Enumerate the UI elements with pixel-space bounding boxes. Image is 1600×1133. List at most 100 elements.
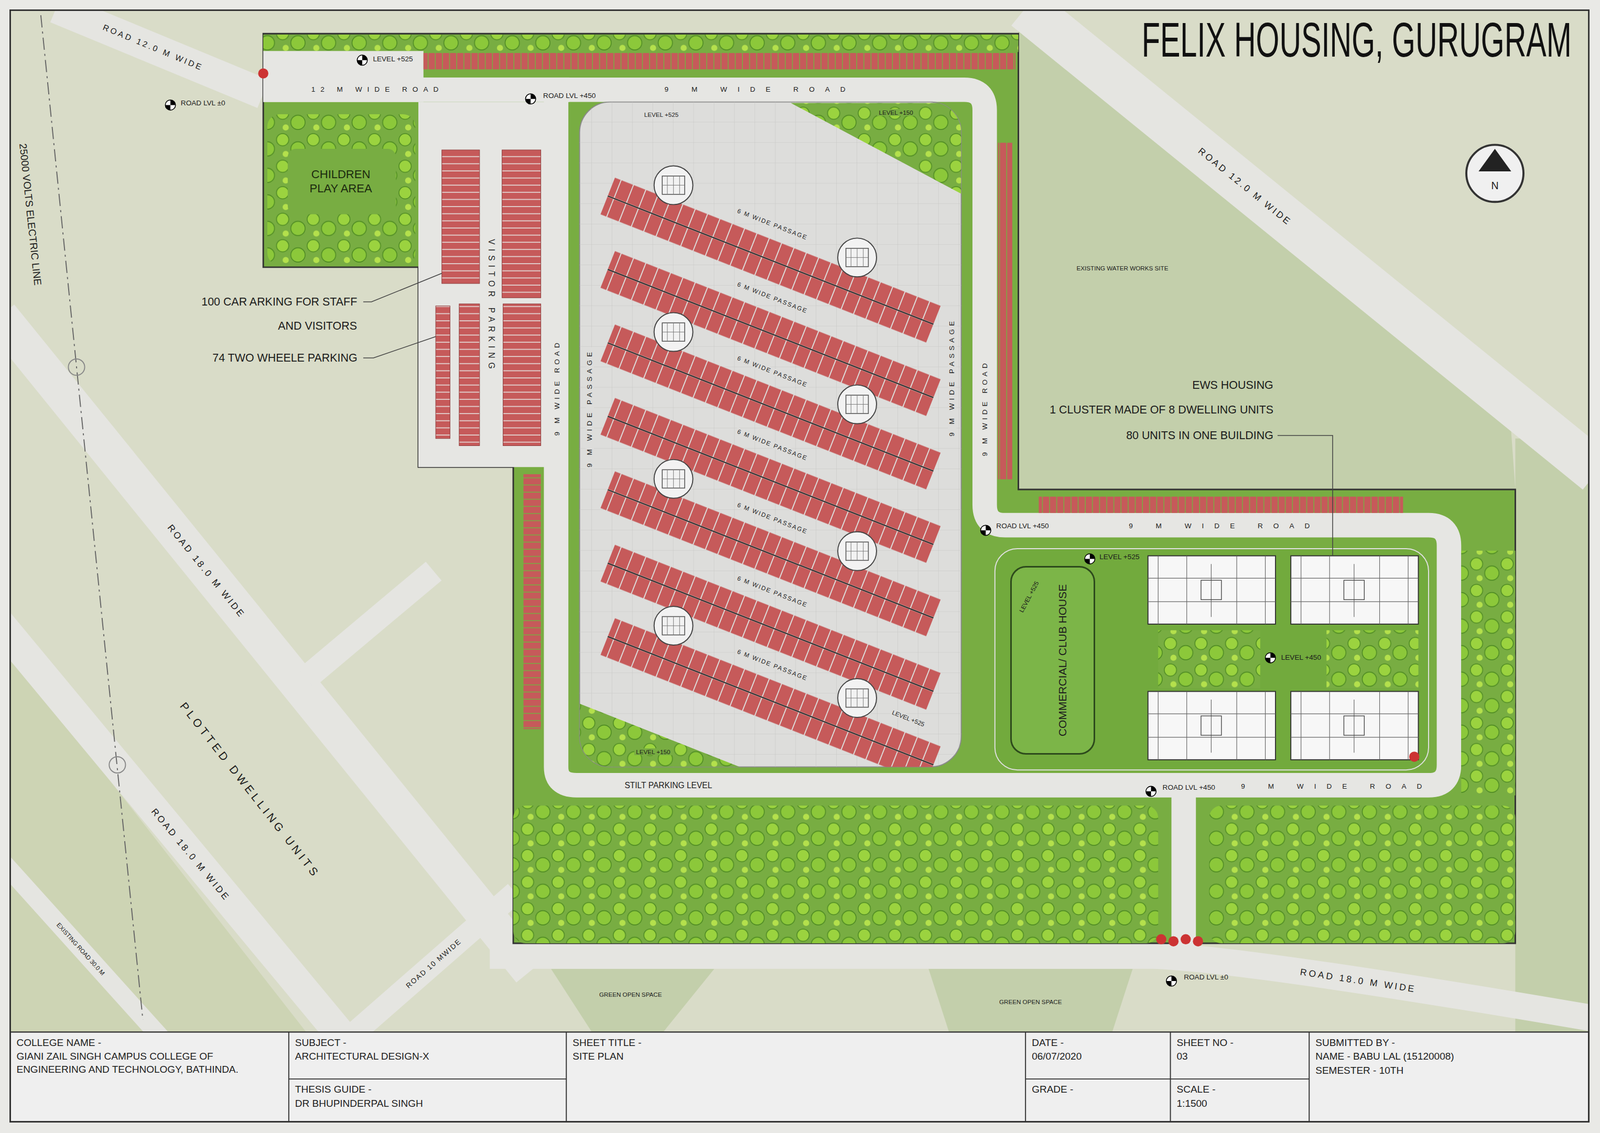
plan-graphic xyxy=(109,757,126,774)
plan-graphic xyxy=(1290,556,1419,625)
plan-graphic xyxy=(837,678,877,718)
plan-graphic xyxy=(1290,691,1419,760)
map-label: 9 M WIDE ROAD xyxy=(664,85,857,94)
map-label: 6 M WIDE PASSAGE xyxy=(734,574,811,610)
title-block-cell: THESIS GUIDE -DR BHUPINDERPAL SINGH xyxy=(288,1079,567,1123)
plan-graphic xyxy=(287,148,396,215)
area-name: CHILDREN PLAY AREA xyxy=(301,167,381,197)
area-name: COMMERCIAL/ CLUB HOUSE xyxy=(1056,584,1069,738)
north-arrow xyxy=(1466,144,1524,202)
plan-graphic xyxy=(489,955,1589,1021)
title-block-cell: SUBMITTED BY -NAME - BABU LAL (15120008)… xyxy=(1309,1032,1589,1123)
plan-graphic xyxy=(1265,652,1276,663)
plan-graphic xyxy=(1461,550,1516,796)
map-label: 9 M WIDE PASSAGE xyxy=(947,316,957,439)
plan-graphic xyxy=(1478,148,1511,172)
plan-graphic xyxy=(980,525,991,536)
plan-graphic xyxy=(837,238,877,277)
map-label: ROAD LVL ±0 xyxy=(1183,973,1229,982)
plan-graphic xyxy=(928,969,1133,1033)
cell-value: 1:1500 xyxy=(1176,1097,1304,1111)
sheet-frame xyxy=(9,9,1589,1122)
map-label: GREEN OPEN SPACE xyxy=(999,998,1063,1006)
map-label: LEVEL +450 xyxy=(1281,653,1322,663)
plan-graphic xyxy=(435,306,450,439)
map-label: 25000 VOLTS ELECTRIC LINE xyxy=(17,142,45,286)
cell-value: 06/07/2020 xyxy=(1031,1050,1164,1064)
play-area-box: CHILDREN PLAY AREA xyxy=(275,150,407,213)
plan-graphic xyxy=(9,836,164,1033)
plan-graphic xyxy=(654,459,694,499)
map-label: 74 TWO WHEELE PARKING xyxy=(212,351,358,365)
plan-graphic xyxy=(267,114,416,266)
plan-graphic xyxy=(363,273,442,302)
cell-heading: THESIS GUIDE - xyxy=(295,1083,560,1097)
map-label: GREEN OPEN SPACE xyxy=(599,991,663,999)
plan-graphic xyxy=(459,304,480,446)
sheet-title: FELIX HOUSING, GURUGRAM xyxy=(1141,12,1572,69)
map-label: STILT PARKING LEVEL xyxy=(624,781,712,791)
map-label: LEVEL +525 xyxy=(1099,553,1140,562)
map-label: 80 UNITS IN ONE BUILDING xyxy=(1126,429,1274,443)
plan-graphic xyxy=(1466,144,1524,202)
level-markers xyxy=(165,55,1276,987)
plan-graphic xyxy=(423,52,1016,70)
plan-graphic xyxy=(9,612,352,1033)
map-label: 1 CLUSTER MADE OF 8 DWELLING UNITS xyxy=(1049,403,1274,417)
club-house-box: COMMERCIAL/ CLUB HOUSE xyxy=(1010,566,1096,755)
plan-graphic xyxy=(68,359,85,376)
plan-graphic xyxy=(263,77,570,103)
cell-value: GIANI ZAIL SINGH CAMPUS COLLEGE OF ENGIN… xyxy=(16,1050,283,1077)
cell-heading: SUBMITTED BY - xyxy=(1315,1036,1583,1051)
plan-graphic xyxy=(363,336,436,359)
title-block-cell: SCALE -1:1500 xyxy=(1170,1079,1310,1123)
plan-graphic xyxy=(40,15,144,1021)
map-label: 9 M WIDE PASSAGE xyxy=(585,347,594,469)
cell-heading: SUBJECT - xyxy=(295,1036,560,1051)
plan-graphic xyxy=(1277,435,1333,557)
map-label: ROAD LVL ±0 xyxy=(180,99,226,108)
title-block-cell: SUBJECT -ARCHITECTURAL DESIGN-X xyxy=(288,1032,567,1080)
cell-heading: GRADE - xyxy=(1031,1083,1164,1097)
plan-graphic xyxy=(56,9,264,94)
map-label: 9 M WIDE ROAD xyxy=(553,339,562,436)
plan-graphic xyxy=(579,704,741,768)
map-label: LEVEL +150 xyxy=(877,109,915,116)
map-label: LEVEL +525 xyxy=(642,111,680,118)
plan-graphic xyxy=(579,103,962,768)
stilt-parking-podium xyxy=(579,102,962,785)
map-label: 6 M WIDE PASSAGE xyxy=(734,500,811,536)
map-label: 12 M WIDE ROAD xyxy=(311,85,445,94)
plan-graphic xyxy=(523,474,542,730)
map-label: PLOTTED DWELLING UNITS xyxy=(177,700,323,882)
plan-graphic xyxy=(165,100,176,111)
map-label: 6 M WIDE PASSAGE xyxy=(734,280,811,316)
cell-value: NAME - BABU LAL (15120008) xyxy=(1315,1050,1583,1064)
map-label: 9 M WIDE ROAD xyxy=(1128,522,1321,531)
plan-graphic xyxy=(9,1032,1589,1122)
map-label: ROAD 12.0 M WIDE xyxy=(101,23,205,73)
plan-graphic xyxy=(654,606,694,646)
map-label: AND VISITORS xyxy=(277,319,358,333)
map-label: 6 M WIDE PASSAGE xyxy=(734,427,811,463)
plan-graphic xyxy=(1155,934,1166,945)
plan-graphic xyxy=(1168,936,1179,947)
title-block-cell: SHEET NO -03 xyxy=(1170,1032,1310,1080)
site-boundary xyxy=(263,33,1516,944)
title-block-cell: GRADE - xyxy=(1025,1079,1171,1123)
map-label: EXISTING ROAD 30.0 M xyxy=(55,921,106,978)
leader-lines xyxy=(363,273,1333,557)
title-block xyxy=(9,1032,1589,1122)
map-label: LEVEL +150 xyxy=(634,748,672,756)
cell-heading: SHEET TITLE - xyxy=(572,1036,1020,1051)
plan-graphic xyxy=(441,149,480,284)
map-label: ROAD 10 MWIDE xyxy=(404,937,463,991)
plan-graphic xyxy=(995,548,1429,771)
map-label: 6 M WIDE PASSAGE xyxy=(734,353,811,389)
cell-value: DR BHUPINDERPAL SINGH xyxy=(295,1097,560,1111)
plan-graphic xyxy=(1025,9,1589,473)
map-label: 6 M WIDE PASSAGE xyxy=(734,647,811,683)
plan-graphic xyxy=(1148,691,1276,760)
